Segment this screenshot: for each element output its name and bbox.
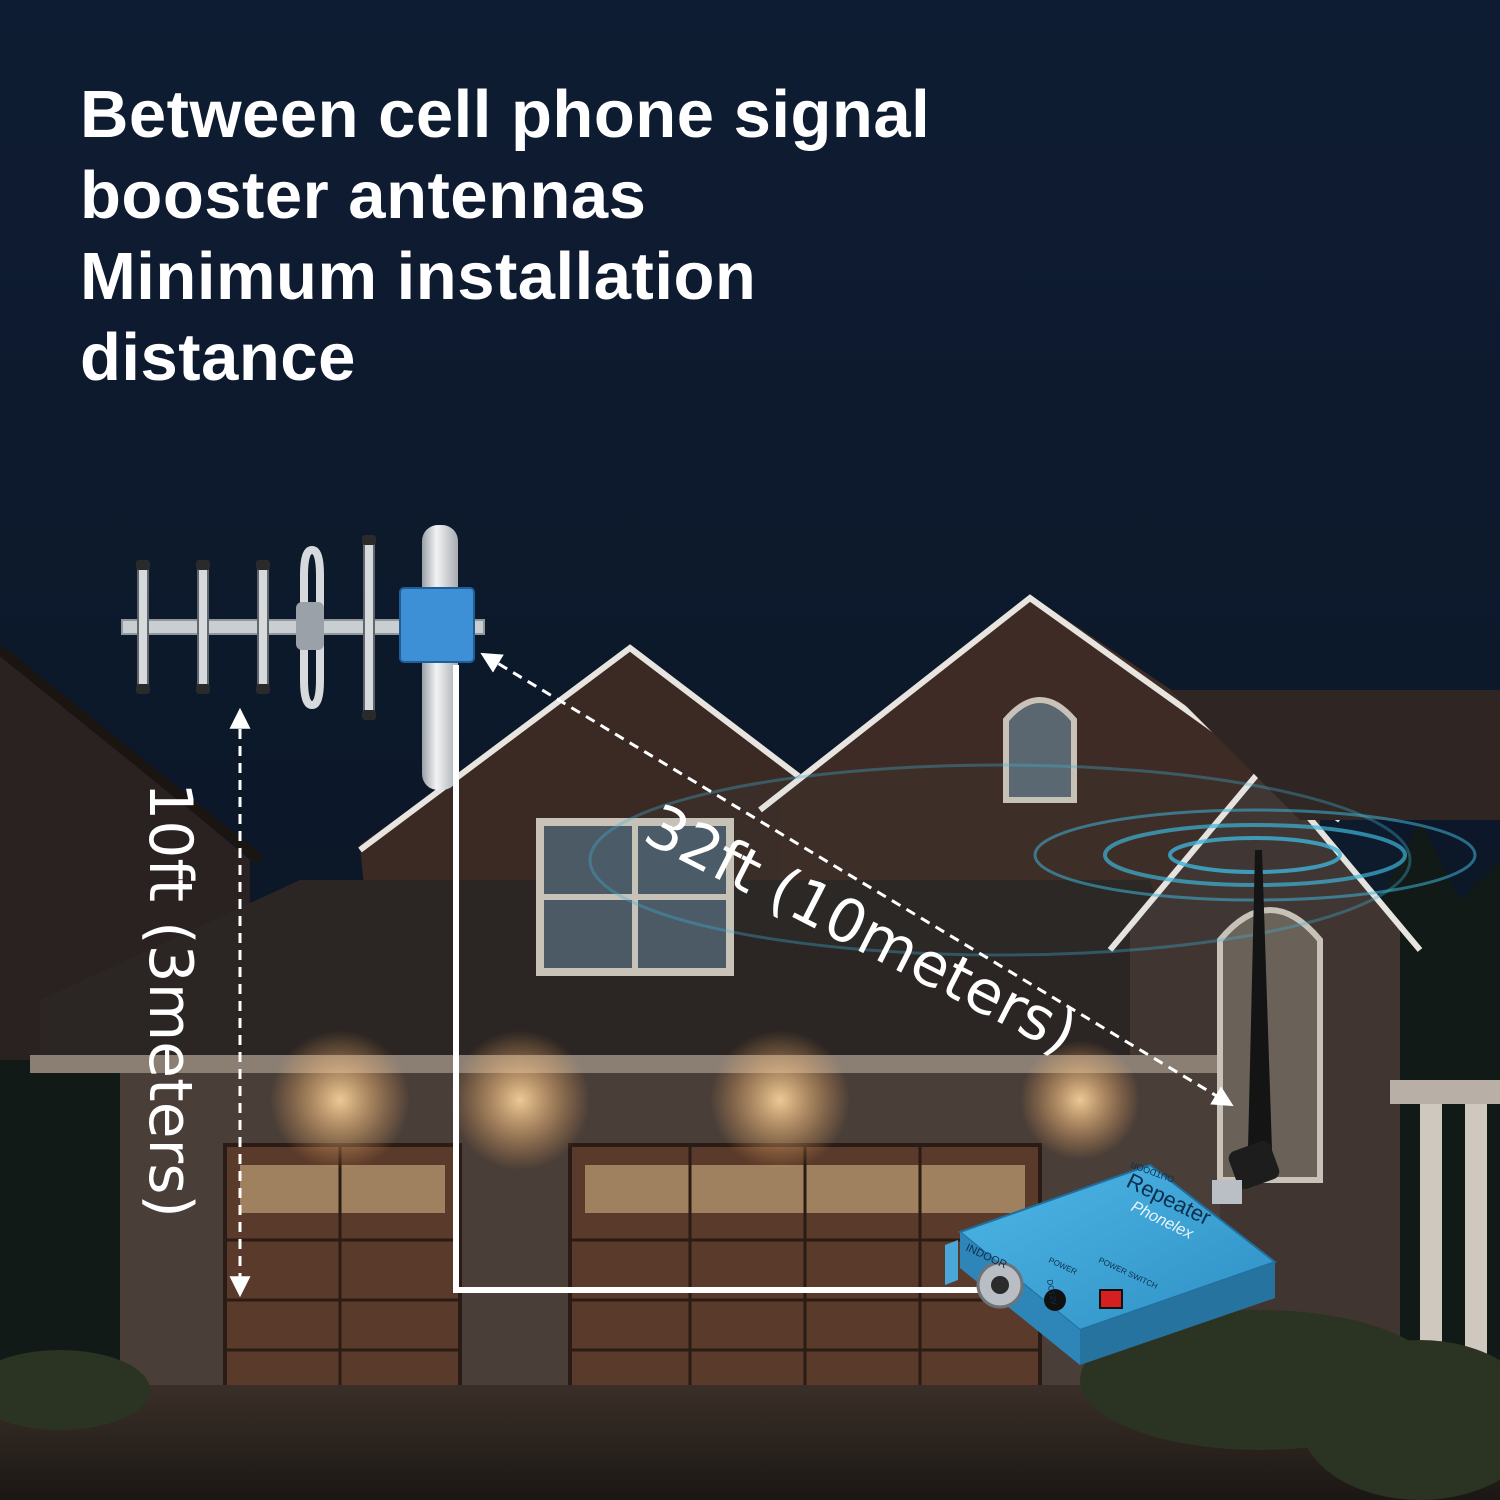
indoor-whip-antenna — [1212, 850, 1280, 1204]
headline-line-1: Between cell phone signal — [80, 77, 931, 152]
headline-line-4: distance — [80, 320, 356, 395]
shrubs — [0, 1310, 1500, 1500]
vertical-distance-label: 10ft (3meters) — [135, 782, 205, 1218]
indoor-connector — [976, 1261, 1024, 1309]
headline-line-2: booster antennas — [80, 158, 647, 233]
coax-cable — [453, 665, 985, 1293]
headline-line-3: Minimum installation — [80, 239, 757, 314]
diagonal-distance-line — [480, 652, 1234, 1107]
garage-doors — [223, 1143, 1042, 1392]
signal-repeater — [945, 1163, 1278, 1365]
headline: Between cell phone signal booster antenn… — [80, 74, 930, 398]
yagi-antenna — [121, 535, 485, 720]
